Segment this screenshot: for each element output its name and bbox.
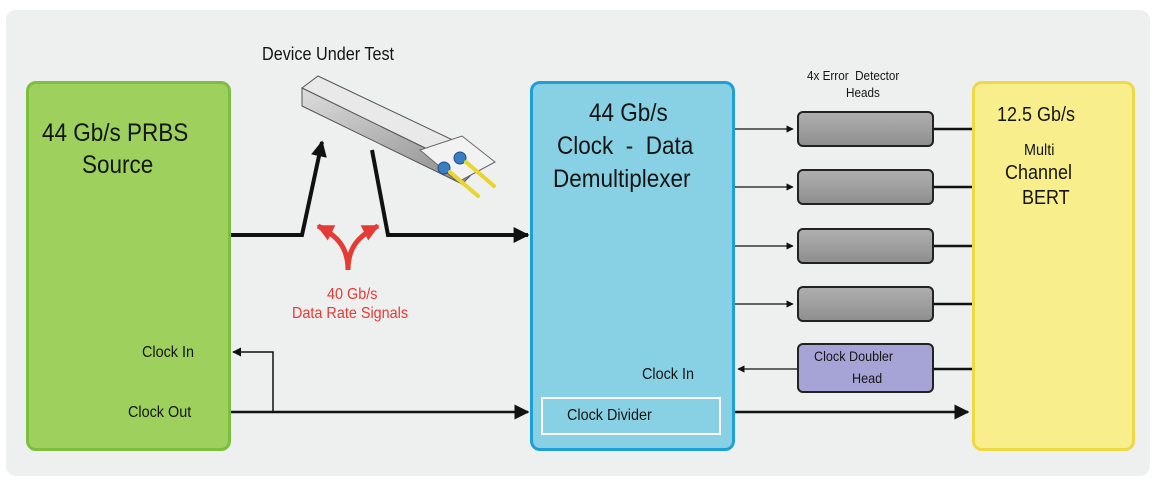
source-clock-in-label: Clock In	[142, 344, 195, 361]
data-path	[231, 140, 530, 243]
source-title-line1: 44 Gb/s PRBS	[42, 119, 189, 147]
error-detector-head-2	[797, 169, 934, 205]
error-heads-label-line2: Heads	[846, 85, 880, 100]
demultiplexer-block	[530, 81, 735, 451]
demux-title-line1: 44 Gb/s	[589, 99, 668, 127]
clock-path	[231, 347, 972, 420]
detector-links	[735, 125, 972, 308]
signals-label-line1: 40 Gb/s	[327, 286, 378, 303]
doubler-label-line2: Head	[852, 370, 883, 386]
demux-title-line3: Demultiplexer	[553, 165, 691, 193]
bert-title-line2: Multi	[1024, 142, 1055, 159]
bert-title-line1: 12.5 Gb/s	[997, 104, 1076, 126]
dut-transceiver-icon	[301, 75, 496, 198]
clock-divider-label: Clock Divider	[567, 407, 652, 424]
demux-title-line2: Clock - Data	[557, 132, 694, 160]
bert-title-line4: BERT	[1022, 187, 1070, 209]
dut-label: Device Under Test	[262, 44, 395, 64]
clock-doubler-head	[797, 343, 934, 393]
error-detector-head-4	[797, 286, 934, 322]
signal-split-arrow	[316, 223, 380, 271]
clock-divider-box	[541, 397, 721, 435]
error-detector-head-1	[797, 111, 934, 147]
error-detector-head-3	[797, 228, 934, 264]
source-title-line2: Source	[82, 151, 154, 179]
bert-block	[972, 81, 1135, 451]
source-clock-out-label: Clock Out	[128, 404, 192, 421]
error-heads-label-line1: 4x Error Detector	[807, 68, 900, 83]
prbs-source-block	[26, 81, 231, 451]
doubler-label-line1: Clock Doubler	[814, 348, 894, 364]
signals-label-line2: Data Rate Signals	[292, 305, 409, 322]
demux-clock-in-label: Clock In	[642, 366, 695, 383]
bert-title-line3: Channel	[1005, 162, 1073, 184]
